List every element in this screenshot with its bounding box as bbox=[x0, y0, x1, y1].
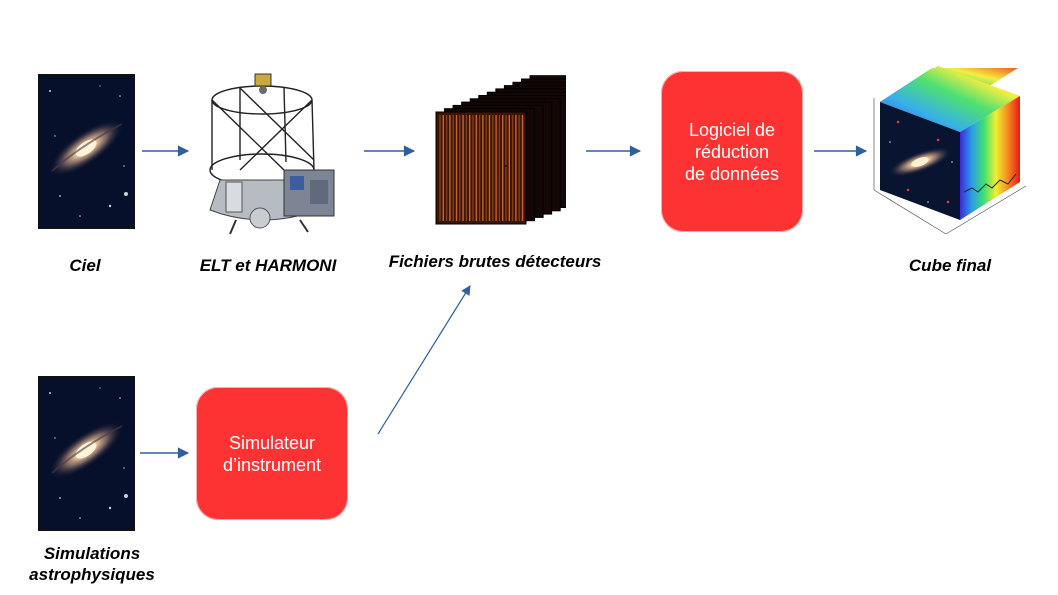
caption-sky: Ciel bbox=[69, 256, 101, 275]
arrow-simulations-to-simulator bbox=[140, 447, 190, 459]
telescope-instrument-image bbox=[209, 73, 335, 235]
reduction-label-line3: de données bbox=[684, 163, 780, 184]
caption-raw-files: Fichiers brutes détecteurs bbox=[388, 252, 602, 271]
arrow-sky-to-telescope bbox=[142, 145, 190, 157]
arrow-reduction-to-cube bbox=[814, 145, 868, 157]
caption-simulations-line2: astrophysiques bbox=[29, 565, 155, 584]
caption-simulations: Simulations astrophysiques bbox=[12, 543, 172, 585]
caption-simulations-line1: Simulations bbox=[43, 544, 141, 563]
simulator-label-line2: d’instrument bbox=[222, 454, 322, 475]
galaxy-image-simulations bbox=[38, 376, 135, 531]
simulator-label-line1: Simulateur bbox=[228, 432, 316, 453]
data-reduction-software-box: Logiciel de réduction de données bbox=[661, 71, 803, 232]
arrow-files-to-reduction bbox=[586, 145, 642, 157]
instrument-simulator-box: Simulateur d’instrument bbox=[196, 387, 348, 520]
galaxy-icon bbox=[40, 378, 133, 529]
caption-telescope: ELT et HARMONI bbox=[199, 256, 337, 275]
reduction-label-line2: réduction bbox=[694, 141, 770, 162]
reduction-label-line1: Logiciel de bbox=[688, 119, 776, 140]
detector-frames-stack bbox=[435, 75, 566, 225]
caption-final-cube: Cube final bbox=[908, 256, 992, 275]
galaxy-icon bbox=[40, 76, 133, 227]
arrow-simulator-to-files bbox=[377, 285, 471, 435]
galaxy-image-sky bbox=[38, 74, 135, 229]
rainbow-data-cube bbox=[873, 66, 1027, 235]
arrow-telescope-to-files bbox=[364, 145, 416, 157]
